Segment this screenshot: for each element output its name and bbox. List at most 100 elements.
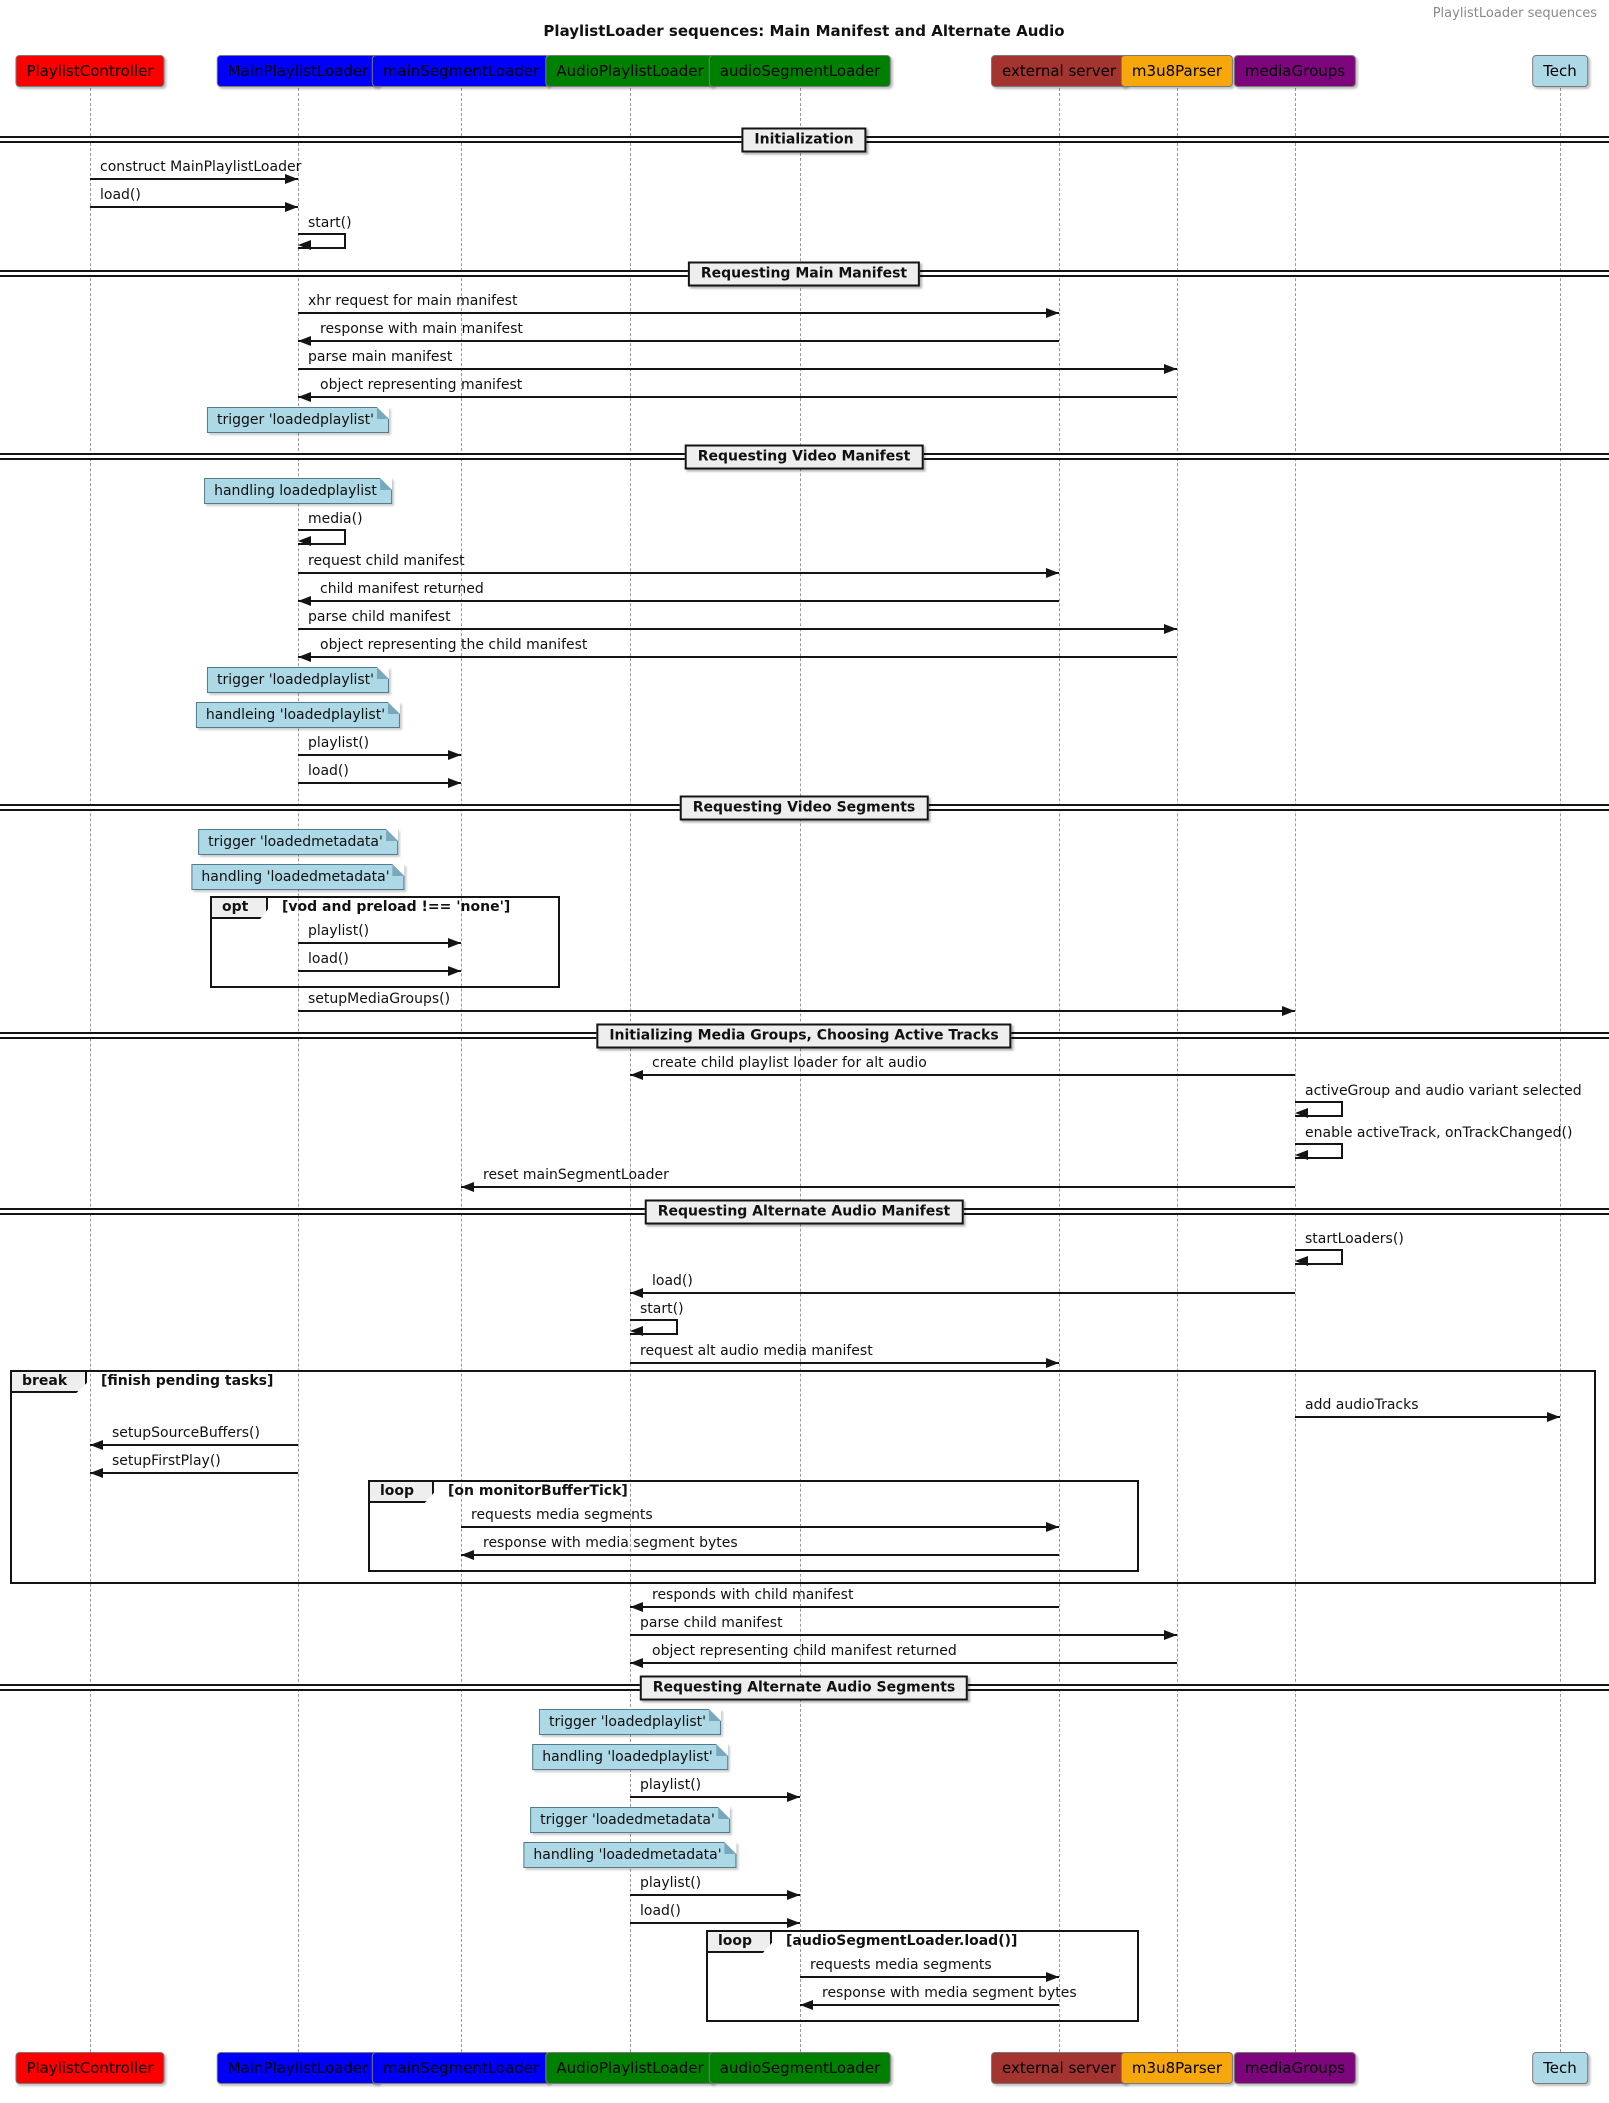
message-line [298,312,1059,314]
frame-break-tab: break [10,1370,88,1393]
self-message-arrowhead [1295,1256,1308,1266]
participant-MainPlaylistLoader: MainPlaylistLoader [216,55,380,87]
message-label: object representing child manifest retur… [652,1643,957,1659]
self-message-arrowhead [630,1326,643,1336]
lifeline-m3u8Parser [1176,88,1178,2052]
message-label: xhr request for main manifest [308,293,518,309]
message-label: load() [640,1903,681,1919]
message-arrowhead [298,336,311,346]
message-line [630,1662,1177,1664]
message-arrowhead [787,1792,800,1802]
participant-mainSegmentLoader: mainSegmentLoader [371,55,551,87]
self-message-label: start() [308,215,352,231]
message-arrowhead [448,778,461,788]
lifeline-MainPlaylistLoader [297,88,299,2052]
participant-m3u8Parser: m3u8Parser [1120,55,1234,87]
frame-opt [210,896,560,988]
message-line [90,206,298,208]
message-label: object representing the child manifest [320,637,588,653]
message-label: load() [308,951,349,967]
note: handling 'loadedplaylist' [532,1744,728,1770]
section-divider-label: Requesting Main Manifest [687,261,921,287]
message-line [298,572,1059,574]
participant-external server-bottom: external server [991,2052,1127,2084]
message-line [630,1074,1295,1076]
self-message-arrowhead [298,240,311,250]
message-line [630,1292,1295,1294]
message-line [298,600,1059,602]
self-message-label: startLoaders() [1305,1231,1404,1247]
message-arrowhead [1046,1358,1059,1368]
message-line [298,628,1177,630]
lifeline-Tech [1559,88,1561,2052]
message-line [298,754,461,756]
self-message-line [1295,1101,1343,1117]
self-message-line [1295,1143,1343,1159]
message-arrowhead [448,938,461,948]
message-arrowhead [630,1658,643,1668]
frame-break-condition: [finish pending tasks] [101,1373,274,1389]
self-message-arrowhead [1295,1108,1308,1118]
message-line [90,1472,298,1474]
message-arrowhead [1164,1630,1177,1640]
section-divider-label: Requesting Video Manifest [684,444,924,470]
self-message-arrowhead [1295,1150,1308,1160]
message-line [630,1362,1059,1364]
message-arrowhead [1046,308,1059,318]
message-line [630,1634,1177,1636]
frame-loop [706,1930,1139,2022]
message-line [298,368,1177,370]
message-label: parse child manifest [308,609,451,625]
message-line [630,1606,1059,1608]
note: trigger 'loadedplaylist' [206,667,390,693]
message-label: create child playlist loader for alt aud… [652,1055,927,1071]
message-arrowhead [90,1468,103,1478]
message-arrowhead [1046,568,1059,578]
participant-PlaylistController-bottom: PlaylistController [15,2052,165,2084]
message-arrowhead [787,1918,800,1928]
note: trigger 'loadedplaylist' [206,407,390,433]
self-message-line [298,233,346,249]
self-message-label: enable activeTrack, onTrackChanged() [1305,1125,1573,1141]
message-label: reset mainSegmentLoader [483,1167,669,1183]
participant-PlaylistController: PlaylistController [15,55,165,87]
frame-loop-condition: [on monitorBufferTick] [448,1483,628,1499]
lifeline-PlaylistController [89,88,91,2052]
message-line [630,1922,800,1924]
self-message-label: activeGroup and audio variant selected [1305,1083,1582,1099]
frame-break [10,1370,1596,1584]
self-message-line [1295,1249,1343,1265]
participant-Tech-bottom: Tech [1532,2052,1588,2084]
message-arrowhead [800,2000,813,2010]
message-line [461,1186,1295,1188]
lifeline-external server [1058,88,1060,2052]
page-header-text: PlaylistLoader sequences [1432,6,1597,21]
message-arrowhead [298,392,311,402]
participant-MainPlaylistLoader-bottom: MainPlaylistLoader [216,2052,380,2084]
message-arrowhead [285,202,298,212]
message-label: load() [100,187,141,203]
message-label: response with main manifest [320,321,523,337]
note: handling loadedplaylist [204,478,392,504]
message-arrowhead [1164,624,1177,634]
message-label: response with media segment bytes [483,1535,738,1551]
message-label: playlist() [308,735,370,751]
message-line [800,1976,1059,1978]
section-divider-label: Initialization [741,127,867,153]
message-label: construct MainPlaylistLoader [100,159,302,175]
message-label: response with media segment bytes [822,1985,1077,2001]
message-line [298,656,1177,658]
section-divider-label: Initializing Media Groups, Choosing Acti… [596,1023,1012,1049]
message-arrowhead [630,1288,643,1298]
note: handleing 'loadedplaylist' [195,702,401,728]
message-arrowhead [90,1440,103,1450]
participant-audioSegmentLoader-bottom: audioSegmentLoader [708,2052,892,2084]
message-label: playlist() [308,923,370,939]
message-label: object representing manifest [320,377,523,393]
message-arrowhead [787,1890,800,1900]
message-label: add audioTracks [1305,1397,1419,1413]
message-arrowhead [1164,364,1177,374]
message-line [630,1796,800,1798]
message-arrowhead [630,1070,643,1080]
